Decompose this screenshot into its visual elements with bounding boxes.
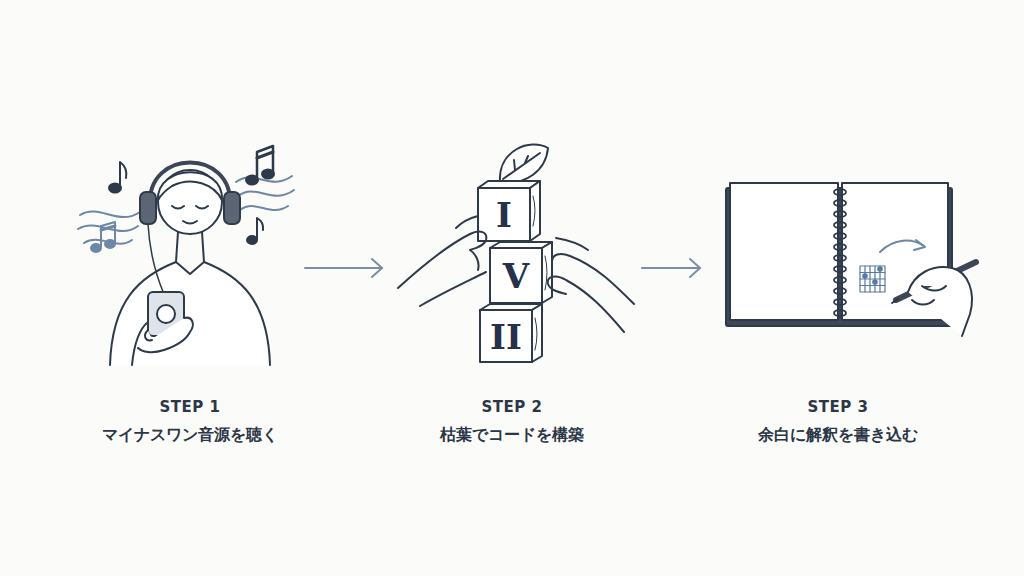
notebook: [726, 183, 976, 336]
step-panel: STEP 1 マイナスワン音源を聴く: [75, 140, 305, 460]
chord-diagram: [860, 266, 885, 292]
step-description: 枯葉でコードを構築: [382, 422, 642, 448]
step-number: STEP 3: [700, 396, 976, 418]
step-description: 余白に解釈を書き込む: [700, 422, 976, 448]
flow-arrow: [305, 259, 382, 277]
step-panel: STEP 3 余白に解釈を書き込む: [700, 140, 976, 460]
step-panel: STEP 2 枯葉でコードを構築: [382, 140, 642, 460]
step-number: STEP 2: [382, 396, 642, 418]
step-description: マイナスワン音源を聴く: [75, 422, 305, 448]
step-number: STEP 1: [75, 396, 305, 418]
block-numeral: V: [503, 259, 529, 293]
block-numeral: I: [496, 198, 512, 232]
listener-figure: [78, 146, 294, 365]
arrow-head: [372, 259, 382, 277]
arrow-line: [305, 267, 382, 269]
arrow-line: [642, 267, 700, 269]
block-numeral: II: [490, 320, 522, 354]
arrow-head: [690, 259, 700, 277]
flow-arrow: [642, 259, 700, 277]
building-blocks: [398, 145, 634, 362]
